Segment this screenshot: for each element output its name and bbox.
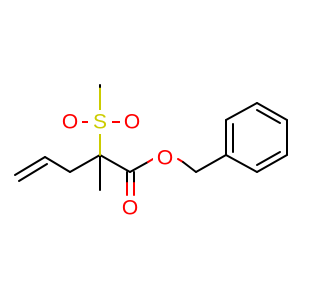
sulfur-atom: S xyxy=(88,110,112,134)
ring-inner-double-3 xyxy=(256,109,281,124)
bond-benzyl-ch2-to-ring xyxy=(195,154,227,173)
molecule-diagram: S O O O O xyxy=(14,84,288,220)
ester-oxygen-label: O xyxy=(157,147,173,170)
bond-quaternary-to-carbonyl xyxy=(99,154,131,173)
sulfonyl-oxygen-right-label: O xyxy=(124,111,140,134)
sulfonyl-oxygen-left-label: O xyxy=(62,111,78,134)
ring-bond-1 xyxy=(225,154,258,173)
bond-ester-oxygen-to-benzyl-ch2 xyxy=(182,161,197,173)
carbonyl-oxygen-atom: O xyxy=(118,196,142,220)
ring-bond-5 xyxy=(225,102,258,121)
ring-inner-double-2 xyxy=(256,151,281,166)
carbonyl-oxygen-label: O xyxy=(122,197,138,220)
ester-oxygen-atom: O xyxy=(153,146,177,170)
bond-carbonyl-to-ester-oxygen xyxy=(129,161,149,173)
sulfonyl-oxygen-right-atom: O xyxy=(120,110,144,134)
sulfonyl-oxygen-left-atom: O xyxy=(58,110,82,134)
bond-ester-oxygen-carbonyl-side xyxy=(147,158,154,163)
bond-allyl-ch2-to-quaternary xyxy=(69,154,101,173)
bond-vinyl-terminal-double-b xyxy=(18,163,48,182)
bond-vinyl-terminal-double-a xyxy=(14,156,46,176)
ring-bond-4 xyxy=(256,102,288,121)
structure-svg: S O O O O xyxy=(14,84,288,220)
ring-bond-2 xyxy=(256,154,288,173)
sulfur-label: S xyxy=(93,111,107,134)
bond-vinyl-to-allyl-ch2 xyxy=(44,156,71,173)
